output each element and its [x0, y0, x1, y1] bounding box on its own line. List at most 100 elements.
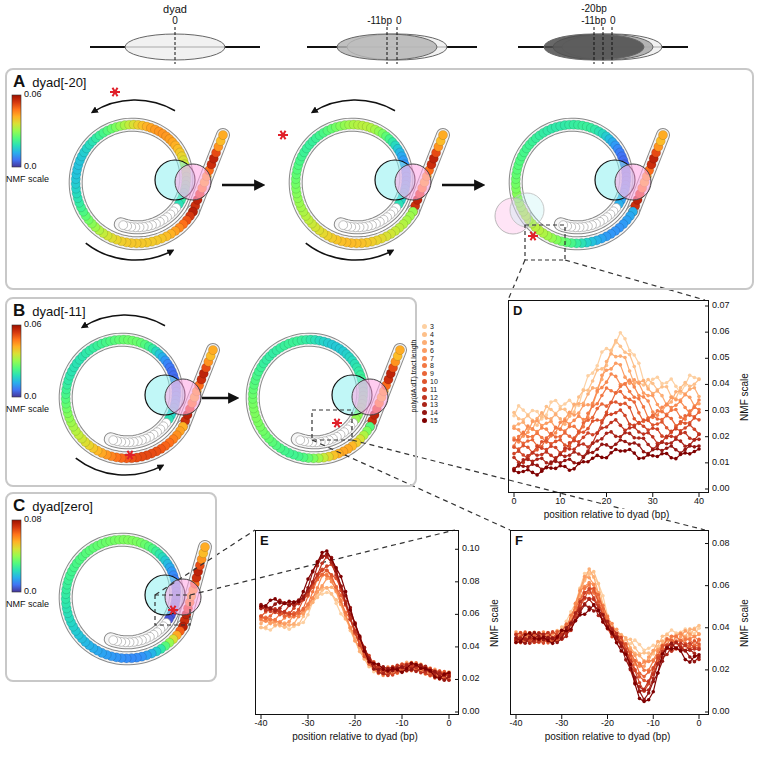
- data-point: [697, 410, 701, 414]
- data-point: [656, 389, 660, 393]
- data-point: [577, 462, 581, 466]
- data-point: [642, 437, 646, 441]
- data-point: [624, 636, 628, 640]
- data-point: [302, 596, 306, 600]
- data-point: [269, 598, 273, 602]
- data-point: [679, 386, 683, 390]
- data-series: [261, 574, 449, 679]
- data-point: [582, 455, 586, 459]
- data-point: [642, 651, 646, 655]
- data-point: [535, 431, 539, 435]
- data-point: [526, 424, 530, 428]
- data-point: [600, 367, 604, 371]
- data-point: [320, 551, 324, 555]
- data-point: [628, 349, 632, 353]
- data-point: [623, 375, 627, 379]
- line-plot: [514, 544, 709, 719]
- data-point: [632, 365, 636, 369]
- data-point: [683, 431, 687, 435]
- data-point: [693, 376, 697, 380]
- data-point: [531, 427, 535, 431]
- data-point: [642, 424, 646, 428]
- data-point: [595, 368, 599, 372]
- data-point: [330, 557, 334, 561]
- data-point: [656, 640, 660, 644]
- data-point: [665, 632, 669, 636]
- data-point: [614, 375, 618, 379]
- data-point: [600, 426, 604, 430]
- dna-bead: [658, 130, 667, 139]
- data-point: [533, 637, 537, 641]
- data-point: [669, 408, 673, 412]
- data-point: [642, 395, 646, 399]
- data-point: [558, 421, 562, 425]
- data-point: [264, 609, 268, 613]
- data-point: [609, 401, 613, 405]
- asterisk-stroke: [128, 451, 133, 460]
- data-point: [646, 419, 650, 423]
- data-point: [697, 624, 701, 628]
- data-point: [614, 400, 618, 404]
- data-point: [651, 382, 655, 386]
- data-point: [674, 398, 678, 402]
- data-point: [287, 603, 291, 607]
- data-point: [591, 451, 595, 455]
- data-point: [269, 619, 273, 623]
- data-point: [632, 400, 636, 404]
- data-point: [683, 381, 687, 385]
- asterisk-stroke: [531, 232, 536, 241]
- data-point: [656, 455, 660, 459]
- data-point: [591, 386, 595, 390]
- data-point: [517, 438, 521, 442]
- data-point: [669, 444, 673, 448]
- data-point: [614, 418, 618, 422]
- data-point: [558, 438, 562, 442]
- data-series: [514, 374, 699, 442]
- data-point: [688, 387, 692, 391]
- data-series: [514, 449, 699, 475]
- data-point: [642, 456, 646, 460]
- data-point: [665, 446, 669, 450]
- data-point: [447, 675, 451, 679]
- data-point: [568, 434, 572, 438]
- data-point: [512, 456, 516, 460]
- data-point: [428, 669, 432, 673]
- asterisk-stroke: [335, 419, 340, 428]
- data-point: [512, 411, 516, 415]
- data-series: [516, 577, 699, 667]
- data-point: [665, 381, 669, 385]
- data-series: [514, 410, 699, 458]
- data-point: [665, 402, 669, 406]
- data-point: [628, 390, 632, 394]
- data-point: [540, 415, 544, 419]
- data-point: [632, 385, 636, 389]
- data-point: [535, 457, 539, 461]
- data-point: [572, 425, 576, 429]
- data-series: [261, 588, 449, 678]
- data-point: [623, 396, 627, 400]
- data-point: [591, 371, 595, 375]
- data-point: [577, 414, 581, 418]
- data-point: [297, 615, 301, 619]
- data-point: [531, 451, 535, 455]
- data-point: [609, 372, 613, 376]
- step-arrow: [202, 397, 236, 400]
- data-point: [688, 409, 692, 413]
- data-point: [568, 453, 572, 457]
- data-point: [665, 442, 669, 446]
- data-point: [697, 395, 701, 399]
- data-point: [628, 398, 632, 402]
- data-point: [269, 618, 273, 622]
- data-point: [358, 649, 362, 653]
- dna-bead-plain: [296, 436, 305, 445]
- data-point: [535, 464, 539, 468]
- zoom-leader: [155, 530, 255, 595]
- data-point: [302, 608, 306, 612]
- data-point: [628, 448, 632, 452]
- data-point: [591, 433, 595, 437]
- data-point: [549, 408, 553, 412]
- data-point: [512, 469, 516, 473]
- data-point: [512, 427, 516, 431]
- nucleosome: [61, 315, 218, 475]
